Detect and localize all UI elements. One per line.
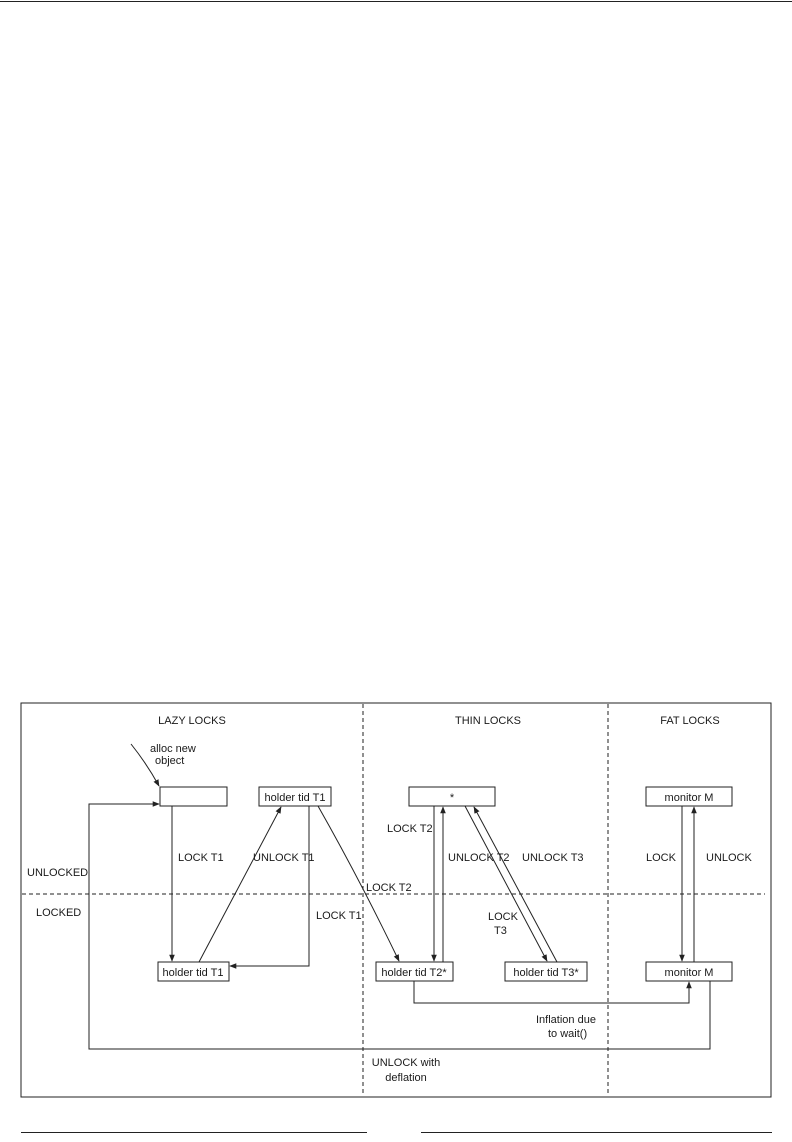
node-lazy-holder-bottom: holder tid T1 (157, 961, 230, 982)
label-lock-t1-b: LOCK T1 (316, 910, 362, 922)
label-unlock-t1: UNLOCK T1 (253, 852, 315, 864)
label-fat-unlock: UNLOCK (706, 852, 753, 864)
section-fat-locks: FAT LOCKS (660, 715, 720, 727)
label-lock-t2-a: LOCK T2 (366, 882, 412, 894)
edge-lock-t2-a (317, 805, 400, 962)
label-lock-t1-a: LOCK T1 (178, 852, 224, 864)
label-unlock-deflation-line2: deflation (385, 1072, 427, 1084)
diagram-frame (20, 702, 772, 1098)
label-lock-t3-line1: LOCK (488, 911, 519, 923)
node-fat-monitor-bottom: monitor M (645, 961, 733, 982)
label-unlock-t2: UNLOCK T2 (448, 852, 510, 864)
node-lazy-unlocked (159, 786, 228, 807)
header-rule (0, 1, 792, 2)
label-lock-t3-line2: T3 (494, 925, 507, 937)
state-unlocked-label: UNLOCKED (27, 867, 88, 879)
svg-text:*: * (450, 792, 455, 804)
state-locked-label: LOCKED (36, 907, 81, 919)
label-unlock-t3: UNLOCK T3 (522, 852, 584, 864)
node-lazy-holder-top: holder tid T1 (258, 786, 332, 807)
edge-lock-t1-b (229, 806, 310, 969)
svg-text:holder tid T2*: holder tid T2* (381, 967, 447, 979)
footer-rule-left (21, 1132, 367, 1133)
alloc-arrow (130, 743, 160, 787)
node-thin-holder-t3: holder tid T3* (504, 961, 588, 982)
svg-text:monitor M: monitor M (665, 967, 714, 979)
edge-inflation (413, 981, 692, 1004)
footer-rule-right (421, 1132, 772, 1133)
svg-text:holder tid T1: holder tid T1 (163, 967, 224, 979)
edge-unlock-t3 (473, 806, 558, 963)
svg-text:monitor M: monitor M (665, 792, 714, 804)
node-thin-holder-t2: holder tid T2* (375, 961, 454, 982)
edge-lock-t3 (464, 805, 548, 962)
svg-text:holder tid T1: holder tid T1 (265, 792, 326, 804)
label-lock-t2-b: LOCK T2 (387, 823, 433, 835)
alloc-label-line1: alloc new (150, 743, 196, 755)
node-fat-monitor-top: monitor M (645, 786, 733, 807)
section-lazy-locks: LAZY LOCKS (158, 715, 226, 727)
svg-text:holder tid T3*: holder tid T3* (513, 967, 579, 979)
label-inflation-line1: Inflation due (536, 1014, 596, 1026)
section-thin-locks: THIN LOCKS (455, 715, 521, 727)
label-unlock-deflation-line1: UNLOCK with (372, 1057, 440, 1069)
alloc-label-line2: object (155, 755, 184, 767)
label-fat-lock: LOCK (646, 852, 677, 864)
edge-unlock-t1 (198, 806, 282, 963)
node-thin-unlocked: * (408, 786, 496, 807)
label-inflation-line2: to wait() (548, 1028, 587, 1040)
edge-unlock-deflation (88, 801, 711, 1050)
